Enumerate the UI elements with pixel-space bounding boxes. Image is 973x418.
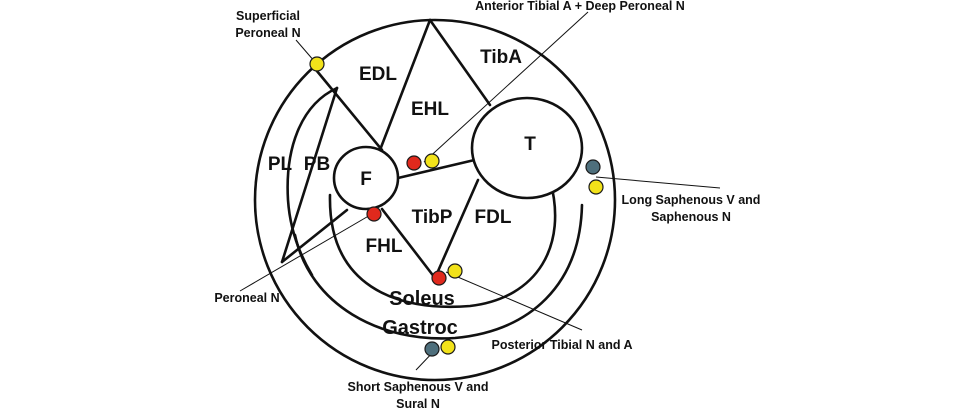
tibia-bone <box>470 96 584 200</box>
callout-long-saphenous-2: Saphenous N <box>651 210 731 224</box>
pl-label: PL <box>268 154 293 175</box>
fibula-label: F <box>360 169 372 190</box>
pb-label: PB <box>304 154 330 175</box>
leader-long-saphenous <box>595 176 721 189</box>
callout-posterior-tibial: Posterior Tibial N and A <box>492 338 633 352</box>
soleus-label: Soleus <box>389 288 455 310</box>
ehl-label: EHL <box>411 99 449 120</box>
callout-long-saphenous-1: Long Saphenous V and <box>622 193 761 207</box>
deep-posterior-arc <box>328 178 557 309</box>
saphenous-nerve-dot <box>588 179 604 195</box>
anterior-tibial-artery-dot <box>406 155 422 171</box>
deep-peroneal-nerve-dot <box>424 153 440 169</box>
septum-edl <box>310 63 384 152</box>
posterior-tibial-nerve-dot <box>447 263 463 279</box>
superficial-peroneal-nerve-dot <box>309 56 325 72</box>
short-saphenous-vein-dot <box>424 341 440 357</box>
callout-short-saphenous-1: Short Saphenous V and <box>348 380 489 394</box>
septum-pl-pb <box>280 86 339 264</box>
outer-leg-outline <box>253 18 617 382</box>
fibula-bone <box>332 145 400 211</box>
tiba-label: TibA <box>480 47 522 68</box>
callout-short-saphenous-2: Sural N <box>396 397 440 411</box>
soleus-gastroc-arc <box>293 203 584 340</box>
long-saphenous-vein-dot <box>585 159 601 175</box>
fhl-label: FHL <box>366 236 403 257</box>
interosseous-tiba <box>428 18 492 107</box>
interosseous-membrane <box>396 156 485 180</box>
tibp-label: TibP <box>412 207 453 228</box>
septum-tibp-fdl <box>433 178 480 280</box>
gastroc-label: Gastroc <box>382 317 458 339</box>
leader-posterior-tibial <box>445 271 583 331</box>
posterior-tibial-artery-dot <box>431 270 447 286</box>
sural-nerve-dot <box>440 339 456 355</box>
septum-posterior-lateral <box>280 208 349 264</box>
callout-anterior-tibial: Anterior Tibial A + Deep Peroneal N <box>475 0 685 13</box>
fdl-label: FDL <box>475 207 512 228</box>
callout-superficial-peroneal-2: Peroneal N <box>235 26 300 40</box>
lateral-compartment-arc <box>286 86 339 277</box>
leader-superficial-peroneal <box>295 39 316 63</box>
leader-peroneal <box>239 213 373 292</box>
callout-peroneal: Peroneal N <box>214 291 279 305</box>
peroneal-artery-dot <box>366 206 382 222</box>
interosseous-upper <box>378 18 432 152</box>
septum-fhl <box>380 207 437 280</box>
edl-label: EDL <box>359 64 397 85</box>
callout-superficial-peroneal-1: Superficial <box>236 9 300 23</box>
leader-anterior-tibial <box>423 11 589 163</box>
tibia-label: T <box>524 134 536 155</box>
